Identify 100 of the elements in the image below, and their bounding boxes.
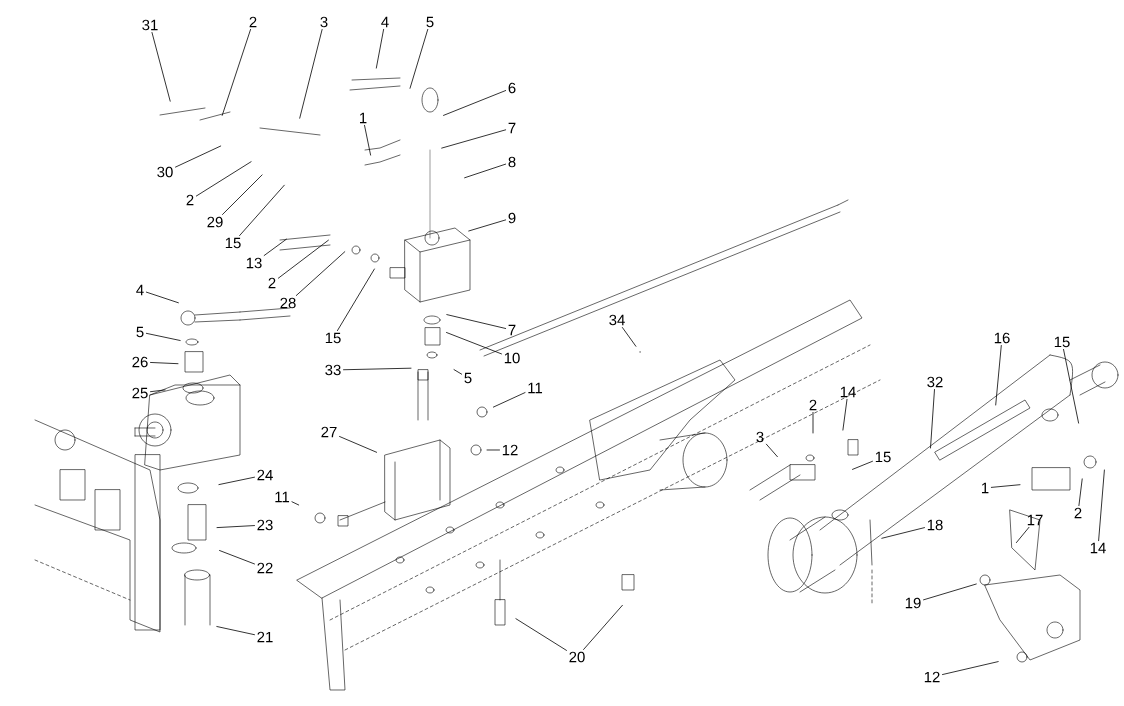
callout-number: 13 (246, 257, 262, 269)
leader-line (995, 345, 1002, 406)
leader-line (375, 28, 384, 69)
callout-number: 1 (360, 112, 367, 124)
callout-number: 33 (325, 364, 341, 376)
leader-line (175, 145, 222, 168)
callout-number: 32 (927, 376, 943, 388)
callout-number: 15 (1054, 336, 1070, 348)
leader-line (409, 29, 429, 89)
leader-line (221, 29, 251, 116)
leader-line (852, 460, 873, 470)
leader-line (1063, 349, 1079, 424)
callout-number: 2 (809, 399, 817, 411)
callout-number: 15 (225, 237, 241, 249)
leader-line (515, 618, 567, 651)
leader-line (923, 583, 977, 601)
callout-number: 28 (280, 297, 296, 309)
callout-number: 22 (257, 562, 273, 574)
callout-number: 15 (875, 451, 891, 463)
callout-number: 2 (268, 277, 276, 289)
leader-line (486, 449, 500, 451)
leader-line (942, 661, 999, 675)
callout-number: 2 (186, 194, 194, 206)
callout-number: 11 (528, 382, 543, 394)
callout-number: 7 (508, 122, 516, 134)
callout-number: 14 (840, 386, 856, 398)
callout-number: 27 (321, 426, 337, 438)
leader-line (150, 389, 166, 393)
leader-line (930, 389, 935, 449)
callout-number: 3 (320, 16, 328, 28)
callout-number: 9 (508, 212, 516, 224)
leader-line (277, 239, 329, 279)
callout-number: 5 (464, 372, 472, 384)
leader-line (216, 525, 255, 528)
leader-line (339, 436, 377, 453)
leader-line (299, 29, 323, 119)
leader-line (468, 219, 507, 232)
leader-line (364, 124, 371, 156)
callout-number: 2 (1074, 507, 1082, 519)
leader-line (151, 32, 171, 102)
leader-line (443, 90, 507, 116)
leader-line (343, 367, 412, 371)
callout-number: 4 (381, 16, 389, 28)
leader-line (446, 314, 507, 329)
callout-number: 4 (136, 284, 144, 296)
callout-number: 15 (325, 332, 341, 344)
callout-number: 30 (157, 166, 173, 178)
leader-line (881, 527, 925, 539)
callout-number: 24 (257, 469, 273, 481)
leader-line (1016, 526, 1030, 543)
callout-number: 17 (1027, 514, 1043, 526)
leader-line (216, 626, 255, 636)
callout-number: 10 (504, 352, 520, 364)
leader-line (493, 392, 526, 408)
leader-line (1078, 478, 1083, 506)
leader-line (145, 332, 181, 341)
leader-line (812, 412, 814, 434)
callout-number: 26 (132, 356, 148, 368)
callout-number: 12 (924, 671, 940, 683)
callout-number: 12 (502, 444, 518, 456)
callout-number: 8 (508, 156, 516, 168)
leader-line (195, 161, 252, 197)
leader-line (622, 327, 637, 347)
leader-line (145, 291, 179, 304)
leader-line (263, 238, 287, 256)
callout-number: 20 (569, 651, 585, 663)
leader-line (1098, 469, 1105, 542)
leader-line (219, 550, 255, 565)
callout-number: 5 (426, 16, 434, 28)
leader-line (464, 163, 507, 179)
leader-line (222, 174, 263, 215)
callout-number: 6 (508, 82, 516, 94)
leader-line (337, 268, 375, 331)
callout-number: 3 (756, 431, 764, 443)
callout-number: 16 (994, 332, 1010, 344)
callout-number: 21 (257, 631, 273, 643)
leader-line (239, 184, 285, 236)
leader-line (990, 484, 1021, 488)
leader-line (218, 476, 255, 485)
callout-number: 2 (249, 16, 257, 28)
callout-number: 1 (982, 482, 989, 494)
leader-line (446, 332, 502, 355)
leader-line (441, 129, 507, 149)
callout-number: 14 (1090, 542, 1106, 554)
callout-number: 31 (142, 19, 158, 31)
leader-line (583, 604, 623, 650)
callout-number: 29 (207, 216, 223, 228)
leader-line (291, 501, 300, 506)
leader-line (842, 398, 848, 431)
callout-number: 19 (905, 597, 921, 609)
callout-number: 7 (508, 324, 516, 336)
leader-line (765, 443, 778, 458)
leader-line (453, 369, 463, 375)
leader-line (295, 251, 346, 296)
callout-number: 34 (609, 314, 625, 326)
callout-number: 25 (132, 387, 148, 399)
leader-line (150, 362, 179, 365)
callout-number: 18 (927, 519, 943, 531)
callout-number: 5 (136, 326, 144, 338)
callout-number: 11 (275, 491, 290, 503)
